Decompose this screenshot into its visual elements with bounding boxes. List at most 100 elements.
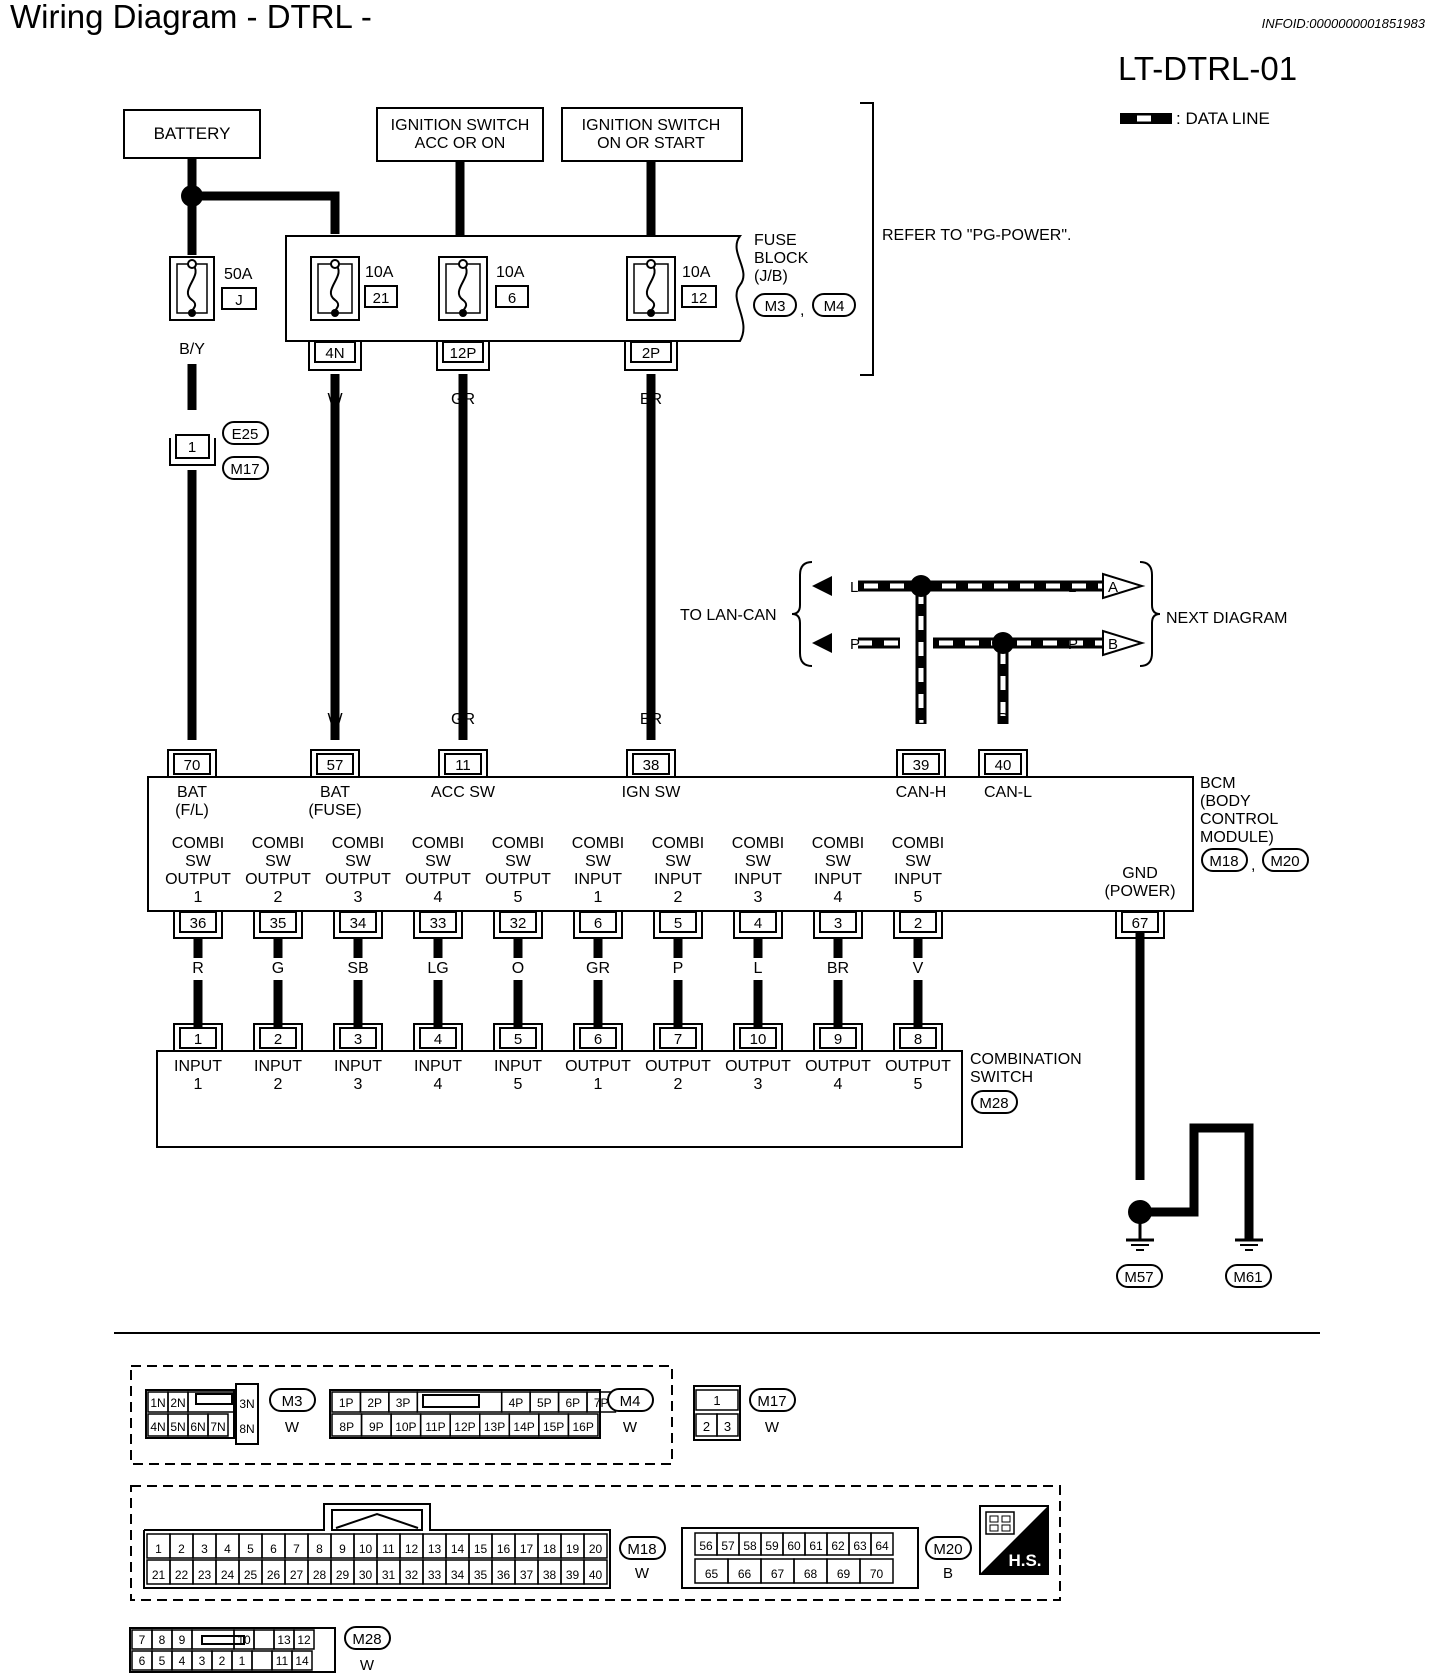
- combi-terminal-pin-box: [339, 1027, 377, 1049]
- m20-pin: 62: [831, 1539, 845, 1553]
- m3-pin: 5N: [170, 1420, 185, 1434]
- connector-group-bcm: [130, 1485, 1061, 1601]
- bcm-top-pin-box: [632, 753, 670, 775]
- combi-terminal-pin: 1: [194, 1031, 202, 1048]
- bcm-top-pin-bracket: [978, 749, 1028, 777]
- bcm-terminal-pin: 4: [754, 915, 762, 932]
- fusible-link-id: J: [235, 292, 243, 309]
- combi-terminal-label-line2: 5: [914, 1076, 923, 1093]
- m17-pin-cell: [716, 1413, 739, 1437]
- data-line-legend: : DATA LINE: [1120, 109, 1270, 128]
- bcm-terminal-label-line1: COMBI: [172, 835, 224, 852]
- m4-pin: 2P: [367, 1396, 382, 1410]
- combi-terminal-pin-bracket: [653, 1023, 703, 1051]
- m28-pin: 9: [179, 1633, 186, 1647]
- inline-connector-e25-m17: 1 E25 M17: [169, 421, 269, 480]
- bcm-terminal-pin: 3: [834, 915, 842, 932]
- combi-terminal-pin: 10: [750, 1031, 767, 1048]
- fuse-21-id: 21: [373, 290, 390, 307]
- bcm-terminal-label-line4: 2: [274, 889, 283, 906]
- combi-terminal-pin: 3: [354, 1031, 362, 1048]
- bcm-can-h-label: CAN-H: [896, 784, 947, 801]
- m18-pin: 38: [543, 1568, 557, 1582]
- m18-pin: 26: [267, 1568, 281, 1582]
- combi-terminal-pin: 5: [514, 1031, 522, 1048]
- combi-terminal-pin-bracket: [173, 1023, 223, 1051]
- combi-terminal-pin: 4: [434, 1031, 442, 1048]
- m4-pin: 10P: [395, 1420, 416, 1434]
- connector-view-m20-color: B: [943, 1565, 953, 1582]
- bcm-terminal-wire-color: O: [512, 960, 524, 977]
- bcm-terminal-label-line3: OUTPUT: [245, 871, 311, 888]
- m18-pin: 14: [451, 1542, 465, 1556]
- m4-pin: 11P: [425, 1420, 445, 1434]
- m4-pin: 12P: [454, 1420, 475, 1434]
- bcm-terminal-label-line4: 4: [834, 889, 843, 906]
- to-lan-can-label: TO LAN-CAN: [680, 607, 777, 624]
- combination-switch-name-2: SWITCH: [970, 1069, 1033, 1086]
- fuse-12-id: 12: [691, 290, 708, 307]
- combi-terminal-label-line1: OUTPUT: [645, 1058, 711, 1075]
- bcm-terminal-label-line1: COMBI: [412, 835, 464, 852]
- m18-pin: 27: [290, 1568, 304, 1582]
- combi-terminal-pin-bracket: [893, 1023, 943, 1051]
- bcm-terminal-label-line1: COMBI: [252, 835, 304, 852]
- combi-terminal-label-line1: OUTPUT: [805, 1058, 871, 1075]
- m18-pin: 21: [152, 1568, 166, 1582]
- bcm-name-1: BCM: [1200, 775, 1236, 792]
- next-diagram-arrow-b: B: [1108, 636, 1118, 653]
- m28-pin: 8: [159, 1633, 166, 1647]
- fuse-block-connector-m4: M4: [824, 298, 845, 315]
- m18-pin: 10: [359, 1542, 373, 1556]
- combination-switch-name-1: COMBINATION: [970, 1051, 1082, 1068]
- m28-pin: 7: [139, 1633, 146, 1647]
- bcm-terminal-label-line2: SW: [665, 853, 692, 870]
- combi-terminal-pin-box: [419, 1027, 457, 1049]
- m18-pin: 33: [428, 1568, 442, 1582]
- bcm-terminal-label-line4: 5: [514, 889, 523, 906]
- m17-pin-cell: [695, 1389, 739, 1411]
- connector-view-m3-color: W: [285, 1419, 300, 1436]
- connector-view-m18-color: W: [635, 1565, 650, 1582]
- combi-terminal-label-line2: 1: [194, 1076, 203, 1093]
- bcm-gnd-pin: 67: [1115, 911, 1165, 939]
- bcm-top-pin-bracket: [626, 749, 676, 777]
- bcm-can-l-label: CAN-L: [984, 784, 1032, 801]
- m18-pin: 40: [589, 1568, 603, 1582]
- bcm-terminal-pin: 5: [674, 915, 682, 932]
- combi-terminal-pin: 9: [834, 1031, 842, 1048]
- m28-pin: 3: [199, 1654, 206, 1668]
- connector-view-m17-color: W: [765, 1419, 780, 1436]
- m3-pin: 2N: [170, 1396, 185, 1410]
- m28-pin: 1: [239, 1654, 246, 1668]
- ignition-switch-acc-box: IGNITION SWITCH ACC OR ON: [376, 107, 544, 162]
- bcm-terminal-pin-box: [579, 911, 617, 933]
- fusible-link-rating: 50A: [224, 266, 253, 283]
- wire-color-br-upper: BR: [640, 391, 662, 408]
- bcm-terminal-wire-color: SB: [347, 960, 368, 977]
- can-left-wire-p: P: [850, 636, 860, 653]
- bcm-top-pin: 40: [995, 757, 1012, 774]
- combi-terminal-label-line1: INPUT: [174, 1058, 222, 1075]
- fuse-block-connector-m3: M3: [765, 298, 786, 315]
- bcm-terminal-label-line3: OUTPUT: [325, 871, 391, 888]
- bcm-top-pin: 39: [913, 757, 930, 774]
- bcm-terminal-pin-box: [819, 911, 857, 933]
- inline-connector-pin: 1: [188, 439, 196, 456]
- combi-terminal-pin-box: [659, 1027, 697, 1049]
- m20-pin: 59: [765, 1539, 779, 1553]
- bcm-terminal-pin-box: [259, 911, 297, 933]
- wire-color-l-mid: L: [188, 484, 197, 501]
- m18-pin: 19: [566, 1542, 580, 1556]
- bcm-terminal-label-line1: COMBI: [492, 835, 544, 852]
- bcm-terminal-label-line2: SW: [505, 853, 532, 870]
- bcm-terminal-pin: 34: [350, 915, 367, 932]
- bcm-top-pin-bracket: [896, 749, 946, 777]
- m18-pin: 17: [520, 1542, 534, 1556]
- bcm-terminal-label-line2: SW: [425, 853, 452, 870]
- ground-m61: M61: [1233, 1269, 1262, 1286]
- combi-terminal-pin-bracket: [813, 1023, 863, 1051]
- bcm-top-pin-bracket: [438, 749, 488, 777]
- m28-pin: 4: [179, 1654, 186, 1668]
